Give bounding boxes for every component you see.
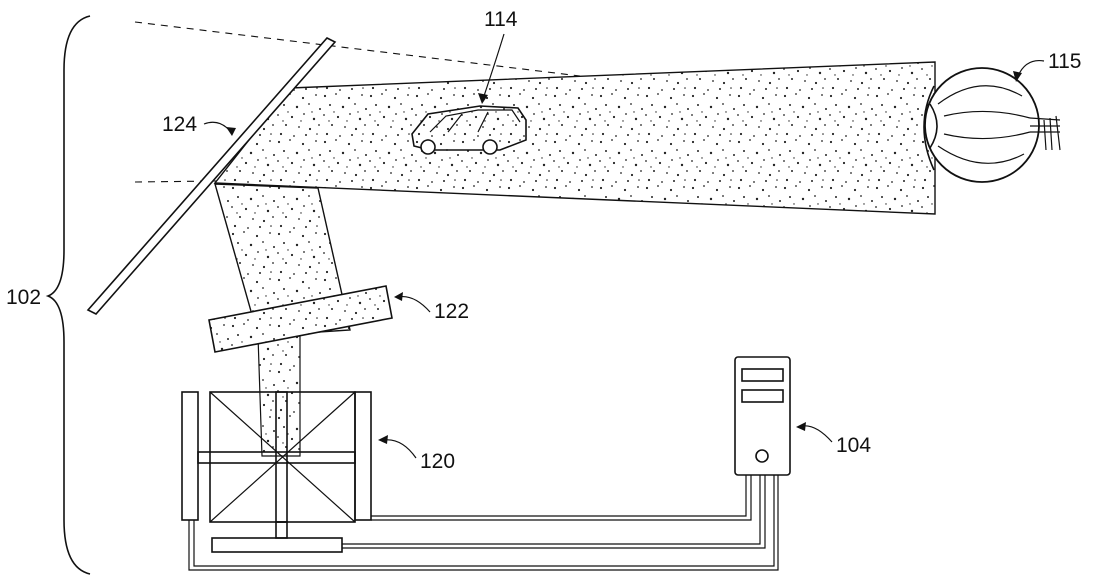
label-115: 115: [1048, 50, 1081, 73]
leader-104-arrow: [796, 422, 806, 431]
eye-icon: [923, 67, 1061, 183]
upper-dashed-ray: [134, 21, 581, 77]
car-icon: [411, 105, 527, 155]
label-122: 122: [434, 300, 469, 323]
cable-projector-top: [371, 475, 752, 521]
label-102: 102: [6, 286, 41, 309]
label-104: 104: [836, 434, 871, 457]
label-120: 120: [420, 450, 455, 473]
virtual-image-beam: [213, 61, 936, 215]
leader-104: [801, 425, 833, 443]
leader-124-arrow: [226, 127, 236, 136]
leader-120-arrow: [378, 435, 388, 444]
lens-element: [208, 285, 393, 353]
cable-bottom: [188, 475, 779, 571]
projected-beam: [214, 183, 351, 337]
cable-mid: [342, 475, 766, 549]
label-124: 124: [162, 113, 197, 136]
leader-122-arrow: [394, 292, 403, 301]
system-brace: [45, 15, 91, 575]
leader-120: [383, 439, 417, 459]
combiner-plate: [86, 37, 337, 315]
leader-122: [397, 295, 431, 313]
leader-115-arrow: [1013, 71, 1022, 82]
computer-tower-icon: [734, 356, 791, 476]
leader-114-arrow: [478, 93, 488, 104]
source-beam: [257, 335, 301, 457]
label-114: 114: [484, 8, 518, 31]
projector-assembly: [181, 391, 372, 553]
leader-115: [1017, 59, 1045, 77]
leader-114: [483, 33, 505, 97]
